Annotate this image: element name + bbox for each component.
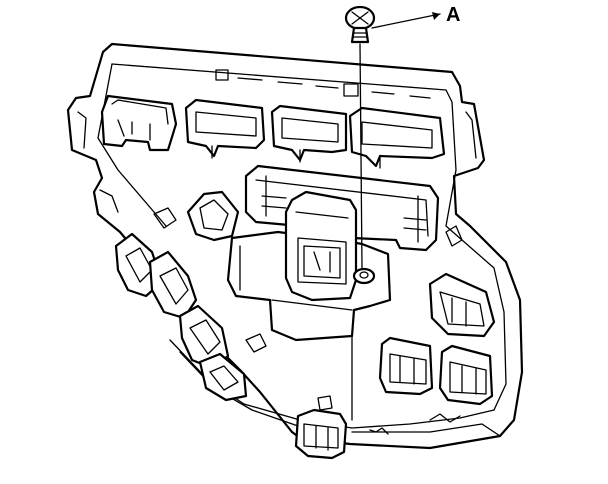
callout-label-a: A [446, 4, 461, 26]
bottom-connector [294, 395, 348, 460]
right-connector-group [378, 225, 496, 406]
bolt-a [344, 5, 376, 269]
relay-unit [284, 190, 376, 302]
detail-lines [77, 111, 477, 435]
callout-leader-a [371, 12, 441, 29]
left-connector-column [114, 190, 267, 402]
top-connector-row [100, 94, 446, 169]
